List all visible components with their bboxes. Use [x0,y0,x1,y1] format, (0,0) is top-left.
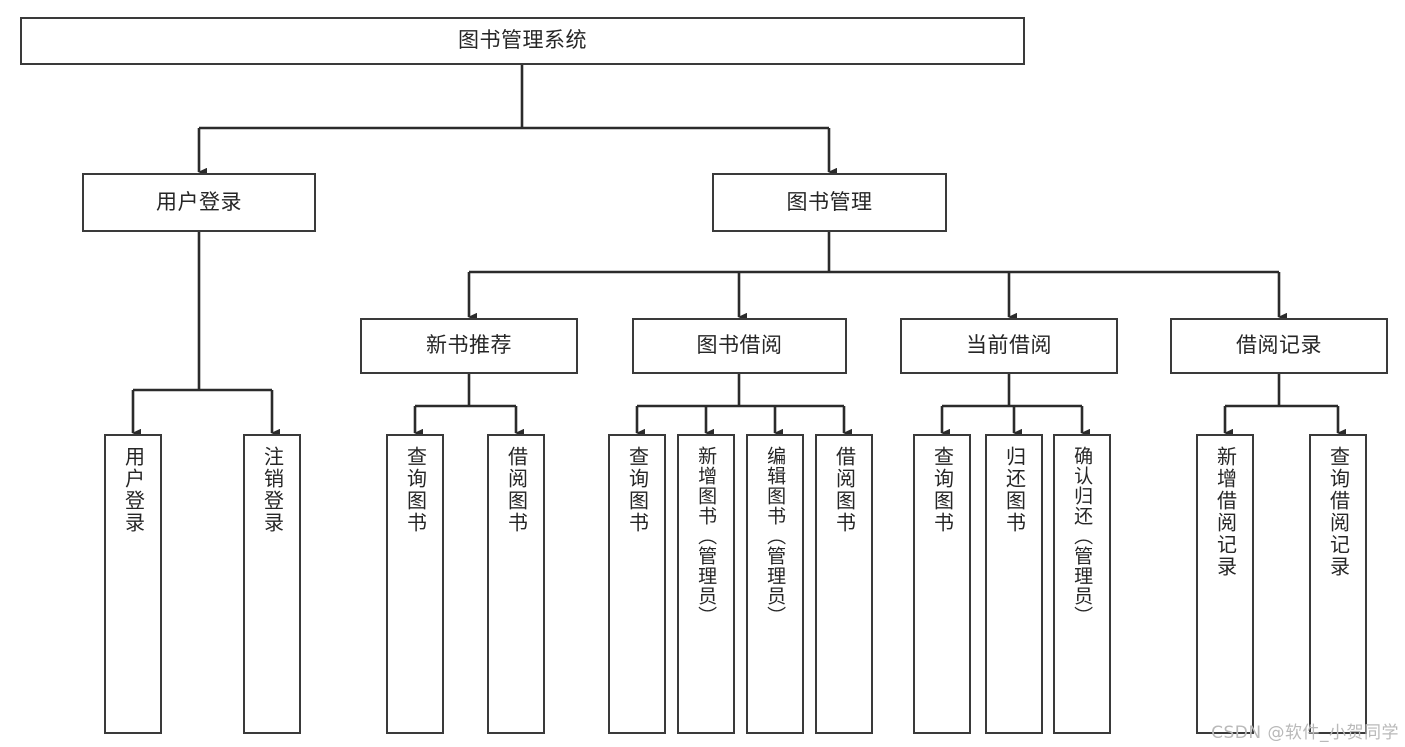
node-level2-user-login[interactable]: 用户登录 [82,173,316,232]
node-level3-book-borrow[interactable]: 图书借阅 [632,318,847,374]
node-level2-book-manage[interactable]: 图书管理 [712,173,947,232]
node-leaf-leaf-user-login[interactable]: 用户登录 [104,434,162,734]
conn-user-login [131,232,280,438]
node-label: 查询图书 [930,446,955,534]
node-label: 图书借阅 [696,333,783,358]
node-leaf-leaf-add-book[interactable]: 新增图书（管理员） [677,434,735,734]
node-leaf-leaf-borrow-book-b[interactable]: 借阅图书 [815,434,873,734]
node-label: 新增图书（管理员） [695,446,718,626]
node-label: 查询图书 [403,446,428,534]
node-label: 借阅图书 [504,446,529,534]
node-leaf-leaf-query-book-rec[interactable]: 查询图书 [386,434,444,734]
node-label: 注销登录 [260,446,285,534]
conn-current-borrow [940,374,1090,438]
conn-book-borrow [635,374,852,438]
conn-new-book-rec [413,374,524,438]
node-label: 图书管理系统 [458,28,587,53]
node-leaf-leaf-query-record[interactable]: 查询借阅记录 [1309,434,1367,734]
node-leaf-leaf-query-book-b[interactable]: 查询图书 [608,434,666,734]
node-label: 当前借阅 [966,333,1052,358]
node-label: 新书推荐 [426,333,512,358]
node-leaf-leaf-borrow-book-rec[interactable]: 借阅图书 [487,434,545,734]
node-leaf-leaf-confirm-return[interactable]: 确认归还（管理员） [1053,434,1111,734]
node-label: 确认归还（管理员） [1071,446,1094,626]
node-leaf-leaf-edit-book[interactable]: 编辑图书（管理员） [746,434,804,734]
node-label: 查询借阅记录 [1326,446,1351,578]
watermark-label: CSDN @软件_小贺同学 [1211,723,1399,743]
conn-borrow-record [1223,374,1346,438]
node-leaf-leaf-return-book[interactable]: 归还图书 [985,434,1043,734]
node-label: 用户登录 [121,446,146,534]
node-level3-borrow-record[interactable]: 借阅记录 [1170,318,1388,374]
node-label: 借阅记录 [1236,333,1322,358]
node-leaf-leaf-add-record[interactable]: 新增借阅记录 [1196,434,1254,734]
node-label: 图书管理 [786,189,873,214]
node-level3-current-borrow[interactable]: 当前借阅 [900,318,1118,374]
node-leaf-leaf-user-logout[interactable]: 注销登录 [243,434,301,734]
node-leaf-leaf-query-book-c[interactable]: 查询图书 [913,434,971,734]
conn-book-manage [467,232,1287,322]
node-label: 新增借阅记录 [1213,446,1238,578]
node-level3-new-book-rec[interactable]: 新书推荐 [360,318,578,374]
node-label: 用户登录 [156,189,242,214]
node-label: 归还图书 [1002,446,1027,534]
node-label: 借阅图书 [832,446,857,534]
conn-root [197,65,837,177]
node-label: 编辑图书（管理员） [764,446,787,626]
node-label: 查询图书 [625,446,650,534]
node-root-root[interactable]: 图书管理系统 [20,17,1025,65]
